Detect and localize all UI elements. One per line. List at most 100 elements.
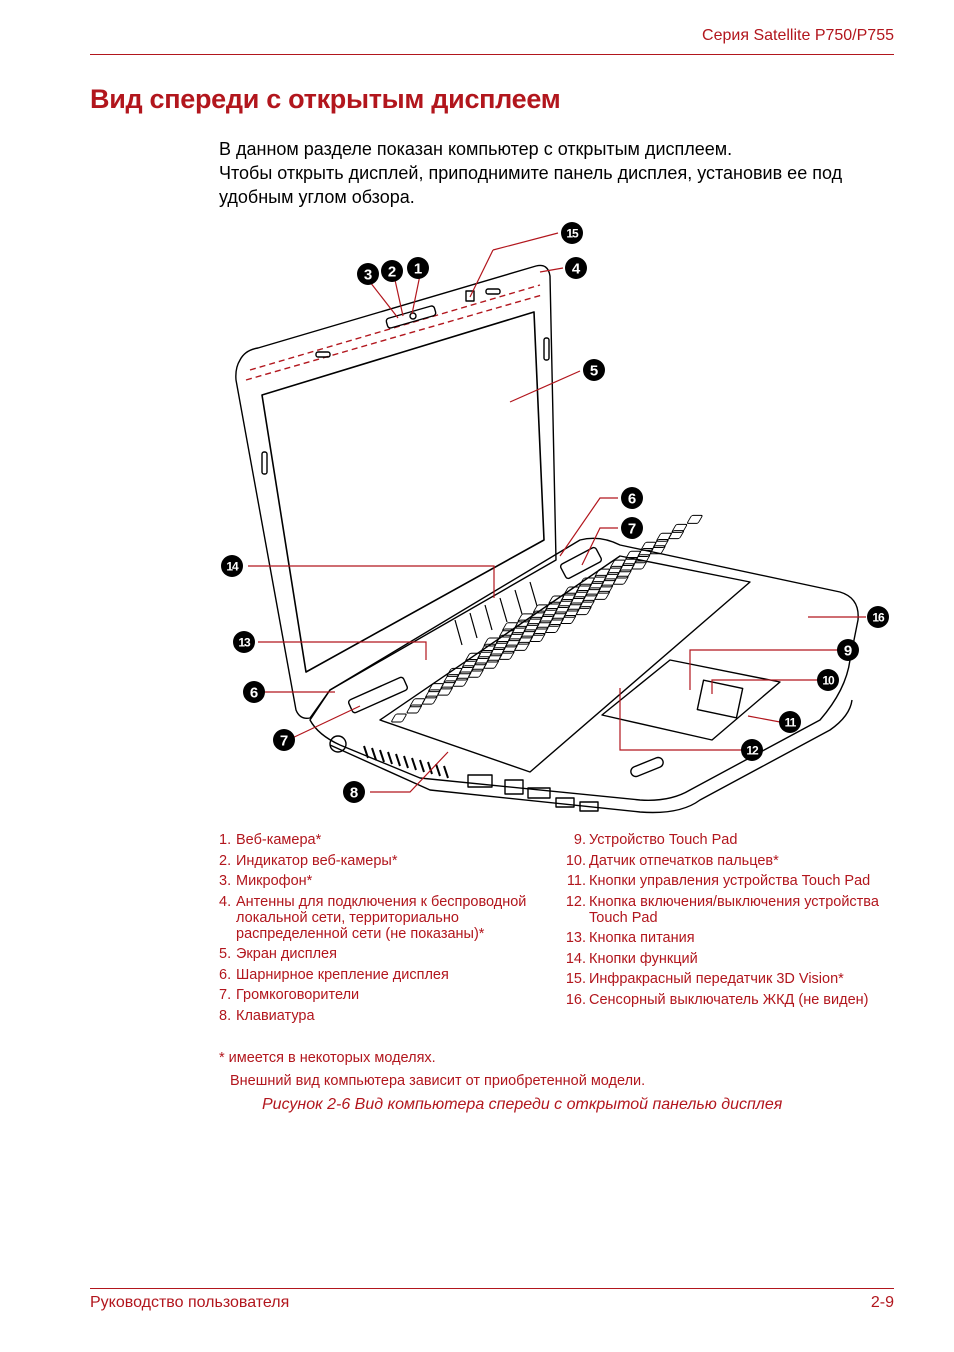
legend-item-text: Клавиатура	[236, 1007, 315, 1024]
touchpad-area	[601, 659, 781, 741]
svg-text:16: 16	[872, 611, 885, 625]
svg-text:10: 10	[822, 674, 835, 688]
intro-text: В данном разделе показан компьютер с отк…	[219, 137, 899, 209]
legend-item-text: Шарнирное крепление дисплея	[236, 966, 449, 983]
legend-item-number: 12.	[565, 893, 586, 910]
legend-left-column: 1.Веб-камера*2.Индикатор веб-камеры*3.Ми…	[219, 832, 539, 1028]
svg-text:14: 14	[226, 560, 239, 574]
legend-item-number: 1.	[219, 832, 232, 848]
callout-11: 11	[779, 711, 801, 733]
intro-paragraph-1: В данном разделе показан компьютер с отк…	[219, 139, 733, 159]
legend-item-number: 10.	[565, 852, 586, 869]
callout-14: 14	[221, 555, 243, 577]
svg-text:12: 12	[746, 744, 759, 758]
legend-item-number: 9.	[573, 832, 586, 848]
callout-3: 3	[357, 263, 379, 285]
callout-4: 4	[565, 257, 587, 279]
header-rule	[90, 54, 894, 55]
legend-item: 11.Кнопки управления устройства Touch Pa…	[562, 873, 882, 889]
legend-item-number: 4.	[219, 893, 232, 910]
svg-text:2: 2	[388, 264, 396, 281]
callout-13: 13	[233, 631, 255, 653]
svg-text:7: 7	[280, 733, 288, 750]
svg-text:5: 5	[590, 363, 598, 380]
legend-item: 4.Антенны для подключения к беспроводной…	[219, 894, 539, 942]
svg-text:1: 1	[414, 261, 422, 278]
legend-item-number: 5.	[219, 946, 232, 962]
legend-item-text: Кнопка включения/выключения устройства T…	[589, 893, 879, 926]
legend-item-text: Веб-камера*	[236, 832, 322, 848]
leader-lines	[248, 232, 866, 793]
footer-rule	[90, 1288, 894, 1289]
legend-item-text: Антенны для подключения к беспроводной л…	[236, 893, 527, 942]
vga-port	[467, 774, 493, 788]
laptop-base-outline	[309, 537, 859, 801]
legend-item-number: 6.	[219, 966, 232, 983]
legend-item: 6.Шарнирное крепление дисплея	[219, 967, 539, 983]
legend-item: 14.Кнопки функций	[562, 951, 882, 967]
page-title: Вид спереди с открытым дисплеем	[90, 84, 561, 114]
legend-item-number: 11.	[566, 873, 586, 889]
figure-caption: Рисунок 2-6 Вид компьютера спереди с отк…	[262, 1096, 783, 1113]
footnote: * имеется в некоторых моделях.	[219, 1050, 436, 1066]
legend-item-text: Экран дисплея	[236, 946, 337, 962]
svg-text:8: 8	[350, 785, 358, 802]
svg-text:11: 11	[785, 716, 797, 730]
legend-item-text: Устройство Touch Pad	[589, 832, 738, 848]
svg-text:4: 4	[572, 261, 581, 278]
callout-6: 6	[243, 681, 265, 703]
svg-text:6: 6	[628, 491, 636, 508]
callout-5: 5	[583, 359, 605, 381]
callout-12: 12	[741, 739, 763, 761]
legend-item-text: Инфракрасный передатчик 3D Vision*	[589, 971, 844, 987]
display-screen-outline	[261, 311, 545, 673]
legend-item-text: Кнопки функций	[589, 950, 698, 967]
legend-item-text: Сенсорный выключатель ЖКД (не виден)	[589, 991, 869, 1008]
legend-item-number: 3.	[219, 873, 232, 889]
legend-item: 10.Датчик отпечатков пальцев*	[562, 853, 882, 869]
legend-item: 1.Веб-камера*	[219, 832, 539, 848]
header-series-title: Серия Satellite P750/P755	[702, 27, 894, 44]
footer-manual-title: Руководство пользователя	[90, 1294, 290, 1311]
legend-item-number: 15.	[565, 971, 586, 987]
legend-item: 8.Клавиатура	[219, 1008, 539, 1024]
keyboard-area	[379, 555, 751, 773]
callout-7: 7	[273, 729, 295, 751]
display-lid-outline	[235, 264, 557, 720]
callout-7: 7	[621, 517, 643, 539]
footer-page-number: 2-9	[870, 1294, 894, 1311]
callout-10: 10	[817, 669, 839, 691]
legend-item-text: Кнопки управления устройства Touch Pad	[589, 873, 871, 889]
ir-emitter	[465, 290, 475, 302]
legend-item: 9.Устройство Touch Pad	[562, 832, 882, 848]
legend-item-number: 16.	[565, 991, 586, 1008]
legend-item: 13.Кнопка питания	[562, 930, 882, 946]
legend-item-text: Кнопка питания	[589, 930, 695, 946]
webcam-lens	[409, 312, 417, 320]
svg-text:3: 3	[364, 267, 372, 284]
legend-item-text: Микрофон*	[236, 873, 313, 889]
legend-item-number: 8.	[219, 1007, 232, 1024]
legend-item: 16.Сенсорный выключатель ЖКД (не виден)	[562, 992, 882, 1008]
svg-text:15: 15	[566, 227, 579, 241]
keyboard-keys	[391, 514, 703, 723]
legend-right-column: 9.Устройство Touch Pad 10.Датчик отпечатк…	[562, 832, 882, 1012]
callout-9: 9	[837, 639, 859, 661]
svg-text:6: 6	[250, 685, 258, 702]
callout-2: 2	[381, 260, 403, 282]
legend-item: 5.Экран дисплея	[219, 946, 539, 962]
legend-item: 15.Инфракрасный передатчик 3D Vision*	[562, 971, 882, 987]
legend-item-number: 2.	[219, 852, 232, 869]
callout-8: 8	[343, 781, 365, 803]
speaker-grille-left	[348, 676, 408, 714]
svg-text:13: 13	[238, 636, 251, 650]
callout-6: 6	[621, 487, 643, 509]
svg-text:9: 9	[844, 643, 852, 660]
legend-item-text: Громкоговорители	[236, 987, 360, 1003]
speaker-grille-right	[559, 546, 603, 580]
legend-item-text: Индикатор веб-камеры*	[236, 852, 398, 869]
legend-item-number: 13.	[565, 930, 586, 946]
legend-item: 12.Кнопка включения/выключения устройств…	[562, 894, 882, 926]
webcam-bar	[385, 305, 437, 329]
